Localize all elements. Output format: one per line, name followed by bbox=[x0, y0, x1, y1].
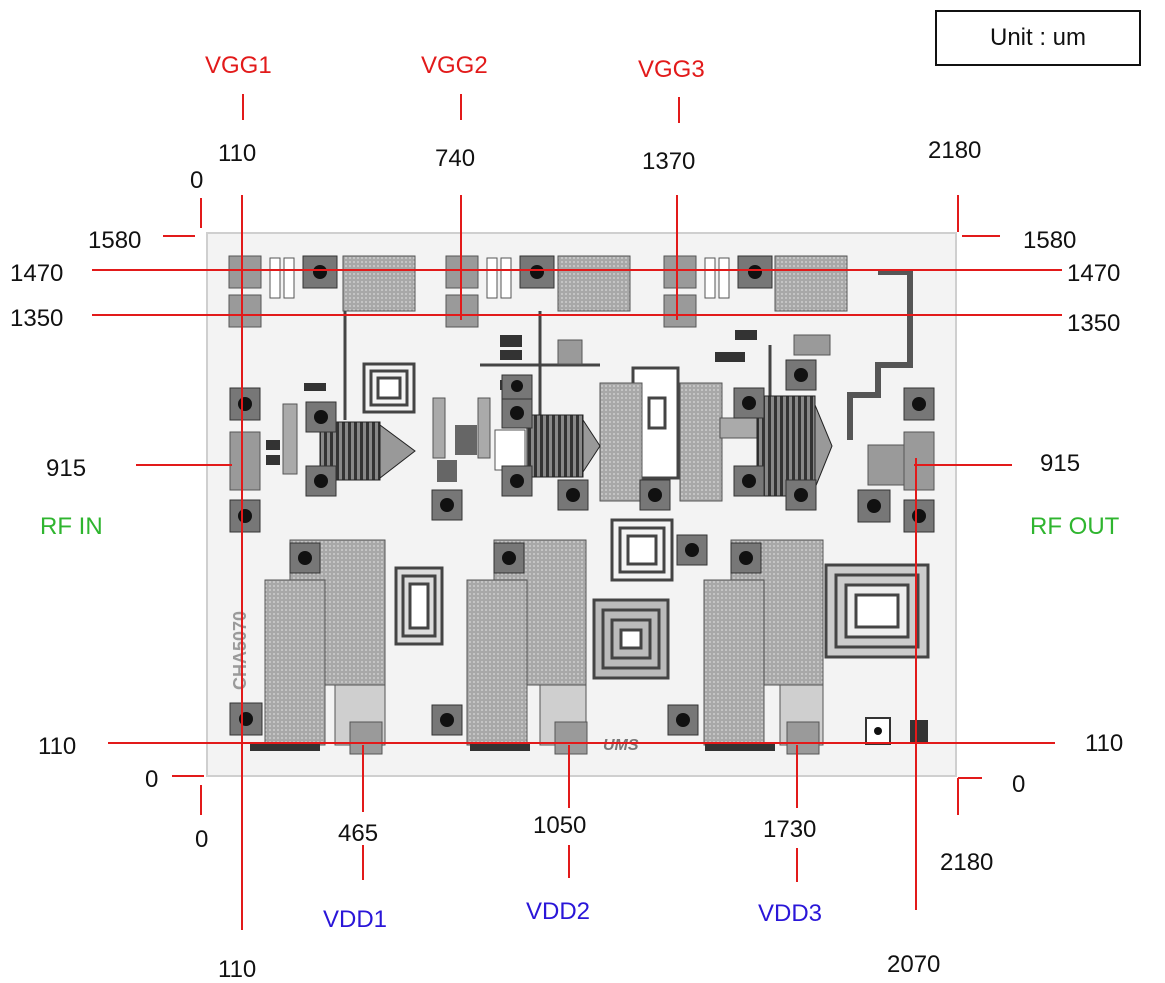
spiral-inductor-5 bbox=[824, 563, 930, 659]
dim-vgg1-x: 110 bbox=[218, 140, 256, 167]
dim-bottom-left-x: 0 bbox=[195, 826, 208, 853]
die-marking: CHA5070 bbox=[230, 611, 250, 690]
pin-label-rf-out: RF OUT bbox=[1030, 513, 1120, 540]
dim-pad-row2-right: 1350 bbox=[1067, 310, 1120, 337]
dim-vdd3-x: 1730 bbox=[763, 816, 816, 843]
pin-label-rf-in: RF IN bbox=[40, 513, 103, 540]
spiral-inductor-2 bbox=[394, 566, 444, 646]
bias-capacitor-1 bbox=[250, 539, 386, 751]
dim-pad-row1-right: 1470 bbox=[1067, 260, 1120, 287]
bias-capacitor-2 bbox=[466, 539, 587, 751]
die-logo: UMS bbox=[603, 737, 639, 754]
top-pad-group-3 bbox=[663, 255, 848, 328]
pin-label-vgg2: VGG2 bbox=[421, 52, 488, 79]
rf-in-pads bbox=[229, 387, 261, 533]
dim-left-pad-x: 110 bbox=[218, 956, 256, 983]
dim-pad-row2-left: 1350 bbox=[10, 305, 63, 332]
dim-top-left-y: 1580 bbox=[88, 227, 141, 254]
matching-network bbox=[266, 366, 905, 502]
top-pad-group-1 bbox=[228, 255, 416, 328]
pin-label-vdd3: VDD3 bbox=[758, 900, 822, 927]
dim-rf-out-y: 915 bbox=[1040, 450, 1080, 477]
dim-top-left-x: 0 bbox=[190, 167, 203, 194]
dimension-lines bbox=[92, 94, 1062, 930]
spiral-inductor-4 bbox=[610, 518, 674, 582]
transistor-stage-3 bbox=[756, 395, 833, 497]
dim-pad-row1-left: 1470 bbox=[10, 260, 63, 287]
bottom-pads bbox=[229, 702, 928, 755]
dim-vgg3-x: 1370 bbox=[642, 148, 695, 175]
dim-bottom-left-y: 0 bbox=[145, 766, 158, 793]
interconnect-details bbox=[304, 311, 831, 420]
dim-vdd1-x: 465 bbox=[338, 820, 378, 847]
bias-capacitor-3 bbox=[703, 539, 824, 751]
pin-label-vdd2: VDD2 bbox=[526, 898, 590, 925]
transistor-stage-2 bbox=[526, 414, 601, 478]
dim-bottom-pad-right: 110 bbox=[1085, 730, 1123, 757]
dim-top-right-x: 2180 bbox=[928, 137, 981, 164]
dim-bottom-pad-left: 110 bbox=[38, 733, 76, 760]
output-line bbox=[847, 269, 913, 440]
rf-out-pads bbox=[857, 387, 935, 533]
dim-right-pad-x: 2070 bbox=[887, 951, 940, 978]
dim-top-right-y: 1580 bbox=[1023, 227, 1076, 254]
dim-bottom-right-x: 2180 bbox=[940, 849, 993, 876]
pin-label-vgg1: VGG1 bbox=[205, 52, 272, 79]
pin-label-vgg3: VGG3 bbox=[638, 56, 705, 83]
unit-label: Unit : um bbox=[935, 10, 1141, 66]
spiral-inductor-3 bbox=[592, 598, 670, 680]
spiral-inductor-1 bbox=[362, 362, 416, 414]
dim-vdd2-x: 1050 bbox=[533, 812, 586, 839]
dim-vgg2-x: 740 bbox=[435, 145, 475, 172]
dim-rf-in-y: 915 bbox=[46, 455, 86, 482]
top-pad-group-2 bbox=[445, 255, 631, 328]
dim-bottom-right-y: 0 bbox=[1012, 771, 1025, 798]
ground-vias bbox=[305, 359, 817, 566]
pin-label-vdd1: VDD1 bbox=[323, 906, 387, 933]
